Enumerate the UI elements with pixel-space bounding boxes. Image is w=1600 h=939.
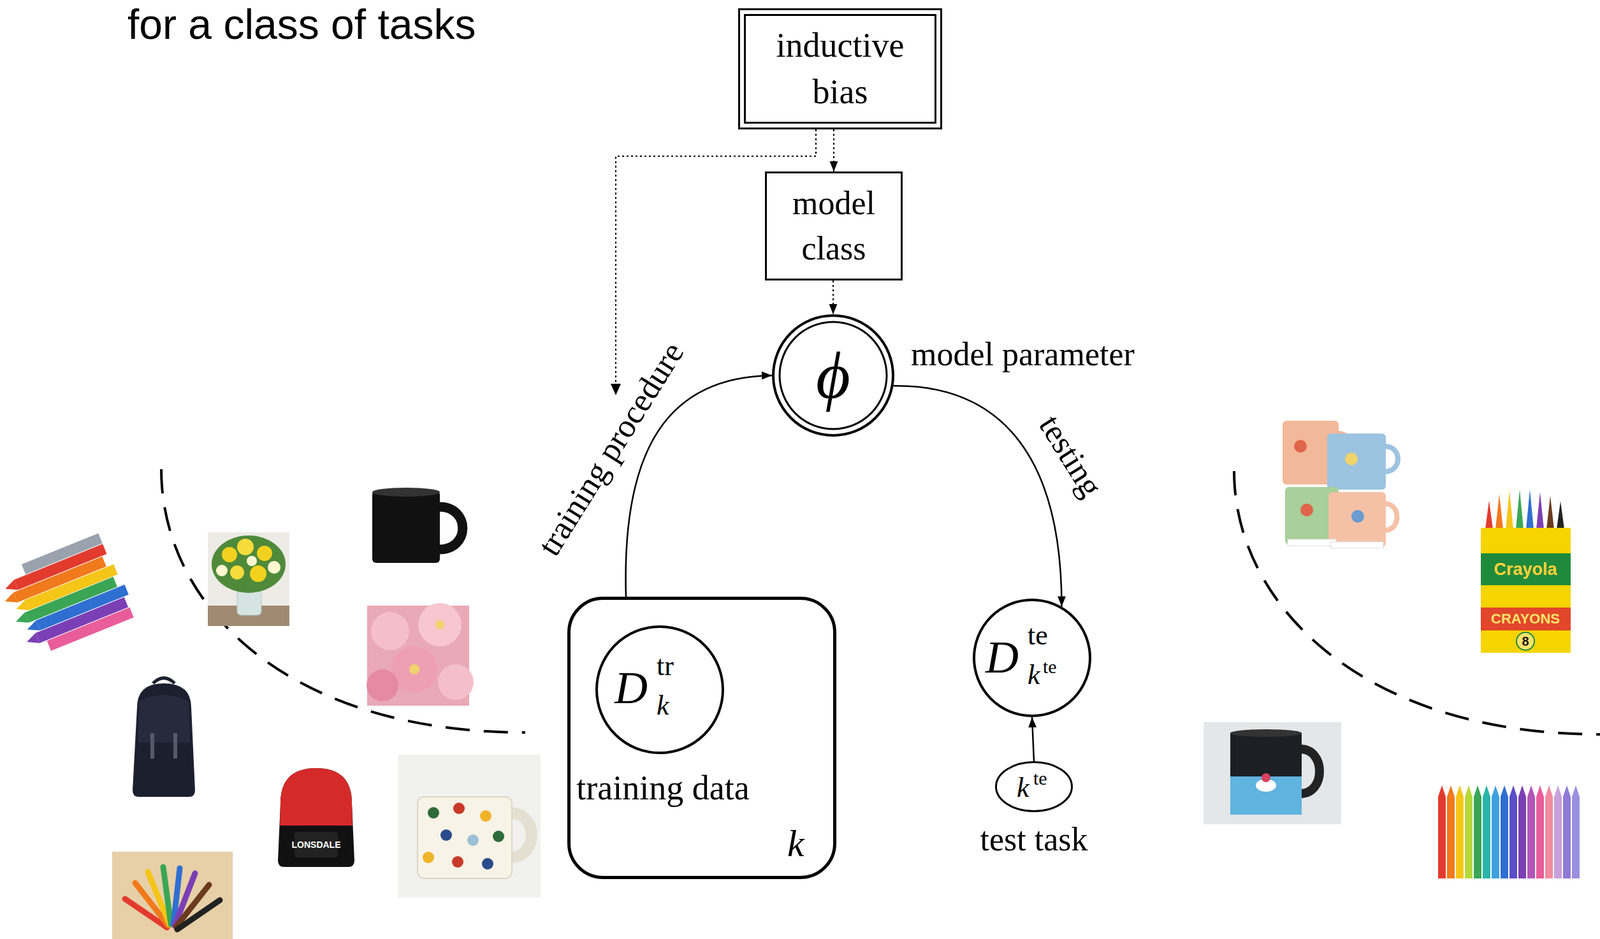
dashed-boundary [1234,471,1600,735]
diagram-title: for a class of tasks [127,1,477,48]
edge-label: training procedure [530,335,691,563]
polka-dot-mug [397,754,541,898]
dataset-circle: Dtr k [595,625,725,755]
subscript: k [1027,661,1041,690]
training-data-box: training datakDtrk [567,596,837,880]
node-text: model class [777,181,890,271]
bias-box: inductive bias [738,8,943,130]
crayon-row [1438,785,1580,879]
black-mug [372,487,463,563]
task-ellipse: ktetest task [995,761,1073,813]
parameter-circle: ϕmodel parameter [771,314,895,437]
crayon-pile [0,531,138,661]
node-outline-ring [779,321,887,430]
brand-text: CRAYONS [1490,611,1560,626]
mug-stack [1282,420,1398,549]
brand-text: Crayola [1493,560,1557,579]
flower-photo [207,532,290,626]
crayon-fan [112,851,233,939]
math-symbol: k [1016,773,1030,802]
magic-mug [1203,722,1342,825]
node-outline-ring [773,315,894,436]
crayon-box [1480,489,1571,653]
node-outline-ring [596,626,723,753]
superscript: tr [656,652,674,681]
subscript: k [656,691,670,720]
math-symbol: D [985,634,1019,681]
edge-label: testing [1032,408,1110,503]
connector-arrow [1032,717,1034,762]
superscript: te [1033,768,1048,788]
connector-arrow [832,280,834,315]
node-outline-ring [996,762,1073,812]
backpack [132,678,196,798]
math-symbol: D [614,664,648,711]
dashed-boundary [161,469,526,733]
superscript: te [1042,657,1057,677]
plate-index: k [787,824,805,863]
count-number: 8 [1521,634,1529,648]
connector-arrow [833,129,835,172]
node-text: inductive bias [750,22,930,116]
backpack [277,768,355,867]
brand-text: LONSDALE [291,840,342,850]
superscript: te [1027,621,1048,650]
dataset-circle: Dtekte [972,598,1092,718]
node-text: training data [570,764,756,813]
leader-arrowhead [610,383,621,396]
node-caption: model parameter [910,334,1135,375]
node-outline-ring [974,599,1091,716]
model-class-box: model class [764,171,903,281]
connector-arrow [893,385,1062,607]
flower-photo [366,603,474,706]
parameter-symbol: ϕ [815,330,851,421]
node-caption: test task [980,819,1089,860]
